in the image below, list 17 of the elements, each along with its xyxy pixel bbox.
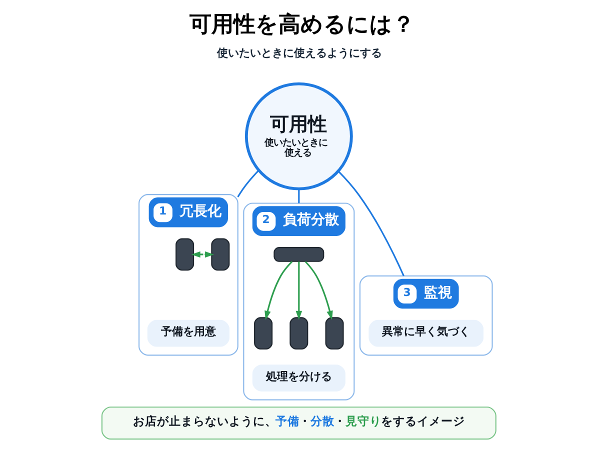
label: 使いたいときに使えるようにする [216, 46, 382, 60]
node-server [274, 246, 324, 262]
node-server [254, 316, 273, 350]
connector [338, 170, 404, 276]
node-server [290, 316, 308, 350]
arrow [191, 250, 214, 258]
connector [298, 188, 300, 203]
arrow [296, 261, 302, 320]
node-server [325, 316, 344, 350]
node-box: お店が止まらないように、予備・分散・見守りをするイメージ [101, 406, 496, 440]
arrow [264, 260, 293, 320]
node-server [211, 238, 230, 270]
node-server [176, 238, 194, 270]
connector [237, 169, 260, 197]
arrow [304, 260, 333, 320]
diagram-title: 可用性を高めるには？ [190, 12, 415, 38]
node-circle: 可用性 使いたいときに使える [244, 82, 353, 190]
